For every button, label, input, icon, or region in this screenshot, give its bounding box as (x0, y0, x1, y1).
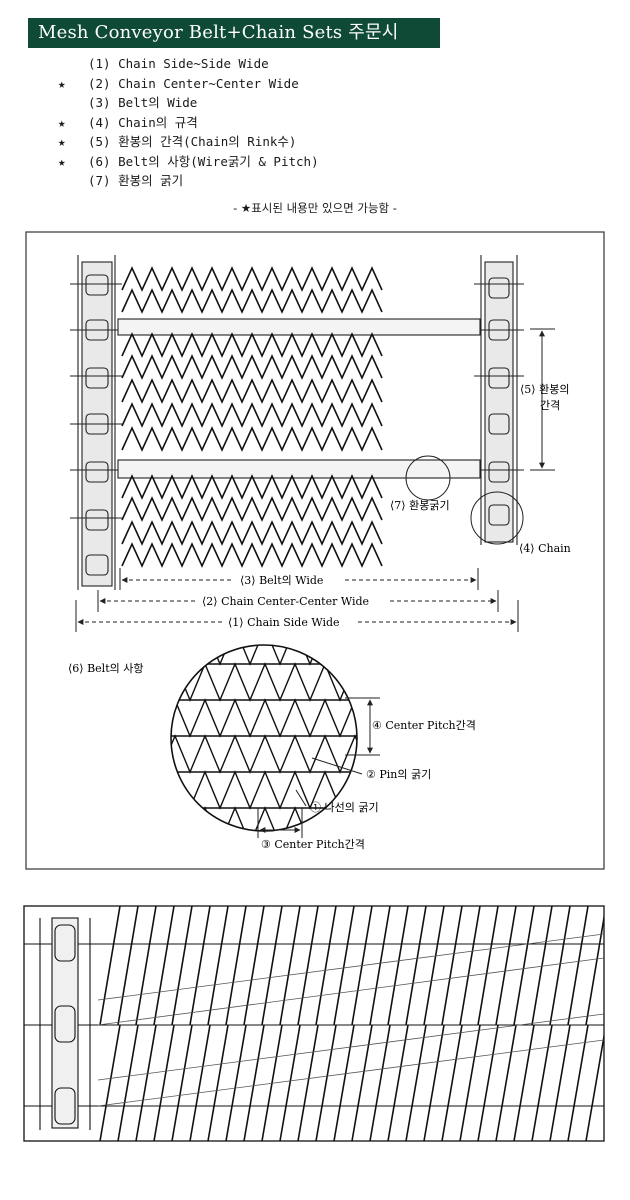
requirement-text: (5) 환봉의 간격(Chain의 Rink수) (88, 134, 297, 149)
belt-wide-label: ⟨3⟩ Belt의 Wide (240, 574, 323, 587)
belt-spec-label: ⟨6⟩ Belt의 사항 (68, 662, 143, 675)
belt-section-frame (23, 905, 605, 1142)
star-icon: ★ (58, 134, 66, 149)
spiral-label: ① 나선의 굵기 (310, 801, 379, 814)
width-dimensions (75, 568, 519, 632)
requirement-text: (6) Belt의 사항(Wire굵기 & Pitch) (88, 153, 319, 169)
requirement-item: ★ (5) 환봉의 간격(Chain의 Rink수) (58, 132, 319, 152)
diagram-frame (25, 231, 605, 870)
requirement-item: (1) Chain Side~Side Wide (58, 54, 319, 74)
requirement-text: (7) 환봉의 굵기 (88, 173, 184, 188)
rod-thickness-label: ⟨7⟩ 환봉굵기 (390, 499, 450, 512)
page-title: Mesh Conveyor Belt+Chain Sets 주문시 (28, 18, 440, 48)
rod-spacing-label-2: 간격 (540, 399, 560, 412)
pin-label: ② Pin의 굵기 (366, 768, 431, 781)
requirement-item: ★ (6) Belt의 사항(Wire굵기 & Pitch) (58, 152, 319, 172)
right-chain (474, 255, 524, 545)
note-text: - ★표시된 내용만 있으면 가능함 - (233, 201, 397, 215)
center-pitch-horizontal-label: ③ Center Pitch간격 (261, 838, 365, 851)
cross-rods (117, 318, 481, 479)
mesh-belt (121, 266, 383, 568)
order-requirements-list: (1) Chain Side~Side Wide ★ (2) Chain Cent… (58, 54, 319, 191)
belt-section-drawing (24, 906, 604, 1141)
requirement-text: (4) Chain의 규격 (88, 114, 198, 130)
center-pitch-vertical-label: ④ Center Pitch간격 (372, 719, 476, 732)
left-chain (70, 255, 122, 590)
requirement-item: (7) 환봉의 굵기 (58, 171, 319, 191)
star-icon: ★ (58, 153, 66, 169)
requirement-text: (3) Belt의 Wide (88, 95, 198, 110)
requirement-item: (3) Belt의 Wide (58, 93, 319, 113)
center-wide-label: ⟨2⟩ Chain Center-Center Wide (202, 595, 369, 608)
rod-spacing-label-1: ⟨5⟩ 환봉의 (520, 383, 569, 396)
rod-spacing-dimension (530, 328, 555, 471)
requirement-item: ★ (4) Chain의 규격 (58, 113, 319, 133)
requirement-text: (1) Chain Side~Side Wide (88, 56, 269, 71)
requirement-text: (2) Chain Center~Center Wide (88, 75, 299, 91)
pitch-dimensions (257, 697, 380, 838)
star-icon: ★ (58, 114, 66, 130)
rod-thickness-callout (405, 455, 451, 501)
side-wide-label: ⟨1⟩ Chain Side Wide (228, 616, 340, 629)
star-icon: ★ (58, 75, 66, 91)
chain-callout (470, 491, 524, 545)
requirement-item: ★ (2) Chain Center~Center Wide (58, 74, 319, 94)
chain-label: ⟨4⟩ Chain (519, 542, 571, 555)
